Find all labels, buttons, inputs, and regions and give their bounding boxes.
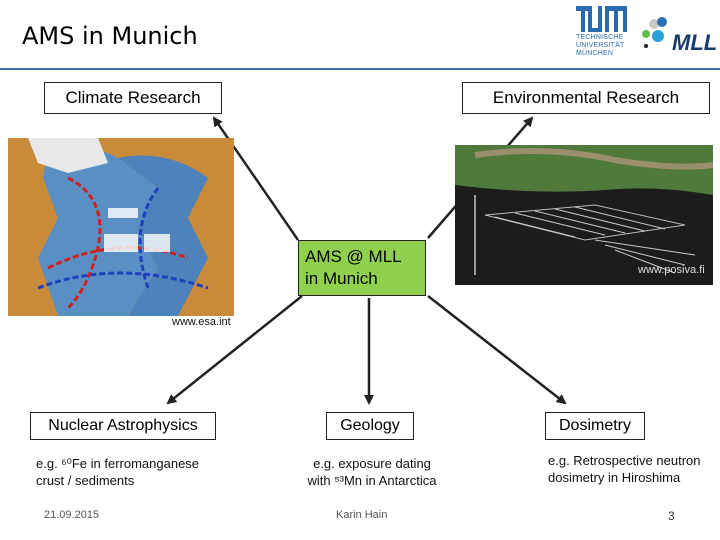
environmental-research-box: Environmental Research [462, 82, 710, 114]
nuclear-desc-line2: crust / sediments [36, 473, 135, 488]
dosimetry-desc-line1: e.g. Retrospective neutron [548, 453, 701, 468]
center-box-line1: AMS @ MLL [305, 247, 402, 266]
geology-box: Geology [326, 412, 414, 440]
mll-logo-text: MLL [672, 30, 718, 55]
geology-desc-line1: e.g. exposure dating [313, 456, 431, 471]
tum-logo-text: TECHNISCHE UNIVERSITÄT MÜNCHEN [576, 34, 625, 57]
footer-date: 21.09.2015 [44, 509, 100, 521]
center-box-line2: in Munich [305, 269, 378, 288]
climate-research-box: Climate Research [44, 82, 222, 114]
dosimetry-desc-line2: dosimetry in Hiroshima [548, 470, 681, 485]
ocean-circulation-map [8, 138, 234, 316]
posiva-credit: www.posiva.fi [638, 264, 705, 276]
geology-desc-line2: with ⁵³Mn in Antarctica [307, 473, 437, 488]
nuclear-desc-line1: e.g. ⁶⁰Fe in ferromanganese [36, 456, 200, 471]
tum-logo [576, 6, 628, 64]
nuclear-astrophysics-box: Nuclear Astrophysics [30, 412, 216, 440]
dosimetry-description: e.g. Retrospective neutron dosimetry in … [548, 452, 700, 486]
esa-credit: www.esa.int [172, 316, 231, 328]
ams-mll-center-box: AMS @ MLL in Munich [298, 240, 426, 296]
arrow-to-nuclear [166, 295, 303, 405]
dosimetry-box: Dosimetry [545, 412, 645, 440]
mll-logo [640, 16, 718, 56]
page-number: 3 [668, 509, 675, 523]
nuclear-description: e.g. ⁶⁰Fe in ferromanganese crust / sedi… [36, 455, 199, 489]
geology-description: e.g. exposure dating with ⁵³Mn in Antarc… [300, 455, 444, 489]
repository-rendering [455, 145, 714, 285]
slide-title: AMS in Munich [22, 22, 198, 50]
arrow-to-dosimetry [427, 295, 567, 405]
footer-author: Karin Hain [336, 509, 388, 521]
header-rule [0, 68, 720, 70]
